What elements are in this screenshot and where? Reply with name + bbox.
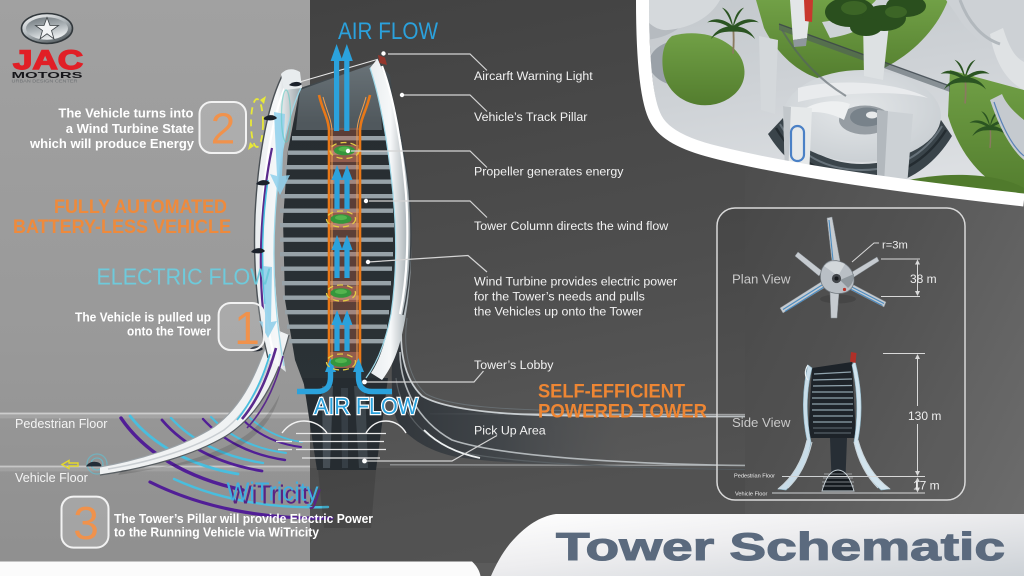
svg-text:BATTERY-LESS VEHICLE: BATTERY-LESS VEHICLE [13,217,231,238]
svg-text:to the Running Vehicle via WiT: to the Running Vehicle via WiTricity [114,526,319,540]
svg-text:The Vehicle is pulled up: The Vehicle is pulled up [75,311,211,325]
svg-text:The Tower’s Pillar will provid: The Tower’s Pillar will provide Electric… [114,512,373,526]
svg-text:a Wind Turbine State: a Wind Turbine State [66,121,194,136]
svg-text:3: 3 [73,497,99,549]
svg-text:2: 2 [211,105,235,154]
svg-text:WiTricity: WiTricity [227,479,319,507]
svg-text:AIR FLOW: AIR FLOW [338,18,438,45]
svg-text:The Vehicle turns into: The Vehicle turns into [58,106,193,121]
svg-text:Side View: Side View [732,415,791,430]
svg-text:Plan View: Plan View [732,272,791,287]
svg-text:ELECTRIC FLOW: ELECTRIC FLOW [97,264,272,290]
svg-text:AIR FLOW: AIR FLOW [314,393,419,419]
svg-text:Aircarft Warning Light: Aircarft Warning Light [474,69,593,83]
svg-text:1: 1 [234,302,260,354]
svg-text:Tower Column directs the wind: Tower Column directs the wind flow [474,219,668,233]
svg-text:SELF-EFFICIENT: SELF-EFFICIENT [538,381,685,403]
svg-text:which will produce Energy: which will produce Energy [29,136,195,151]
svg-text:URBAN DESIGN CENTER: URBAN DESIGN CENTER [12,79,78,84]
svg-text:Pedestrian Floor: Pedestrian Floor [734,474,775,480]
svg-text:Propeller generates energy: Propeller generates energy [474,165,624,179]
svg-text:Vehicle’s Track Pillar: Vehicle’s Track Pillar [474,110,587,124]
svg-text:the Vehicles up onto the Tower: the Vehicles up onto the Tower [474,305,643,319]
svg-text:130 m: 130 m [908,409,941,423]
svg-text:Tower Schematic: Tower Schematic [556,526,1005,569]
svg-text:FULLY AUTOMATED: FULLY AUTOMATED [54,197,227,218]
svg-text:r=3m: r=3m [882,240,908,252]
svg-text:Pedestrian Floor: Pedestrian Floor [15,417,107,431]
svg-text:POWERED TOWER: POWERED TOWER [538,401,707,423]
svg-text:Wind Turbine provides electric: Wind Turbine provides electric power [474,275,677,289]
svg-text:Tower’s Lobby: Tower’s Lobby [474,358,554,372]
svg-text:Vehicle Floor: Vehicle Floor [735,492,767,498]
svg-text:17 m: 17 m [913,479,940,493]
svg-text:onto the Tower: onto the Tower [127,324,211,338]
svg-text:WiTricity: WiTricity [229,482,321,510]
svg-text:JAC: JAC [13,45,83,75]
svg-text:Pick Up Area: Pick Up Area [474,424,546,438]
svg-text:MOTORS: MOTORS [12,71,84,80]
svg-text:Vehicle Floor: Vehicle Floor [15,471,88,485]
svg-text:for the Tower’s needs and pull: for the Tower’s needs and pulls [474,290,645,304]
svg-text:38 m: 38 m [910,272,937,286]
